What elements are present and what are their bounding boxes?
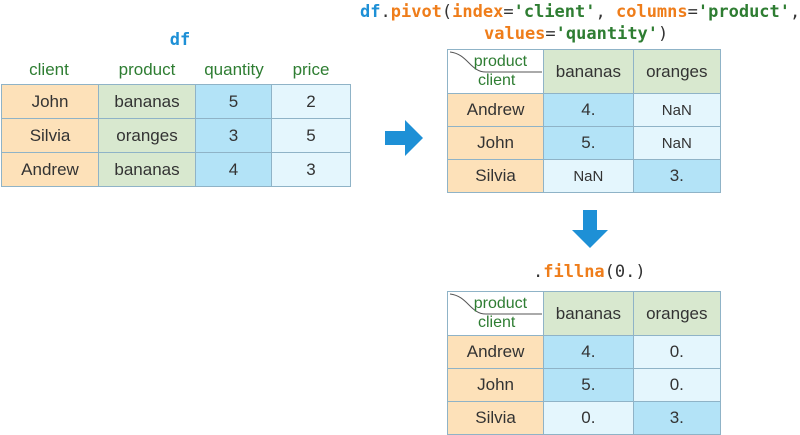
cell-nan: NaN [543, 159, 634, 193]
code-fn-pivot: pivot [390, 2, 442, 22]
corner-cell: product client [446, 49, 545, 94]
code-obj: df [360, 2, 381, 22]
pivot-code-line2: values='quantity') [484, 24, 668, 44]
row-label-silvia: Silvia [446, 401, 545, 435]
code-arg-columns: columns [615, 2, 688, 22]
cell-client: Silvia [1, 118, 99, 153]
filled-table: product client bananas oranges Andrew 4.… [446, 291, 722, 435]
code-arg-values: values [484, 24, 546, 44]
cell-filled: 0. [632, 335, 722, 369]
cell-value: 4. [543, 335, 634, 369]
code-eq: = [545, 24, 556, 44]
col-header-price: price [292, 60, 330, 79]
code-val-client: 'client' [513, 2, 596, 22]
corner-label-columns: product [473, 295, 528, 312]
cell-product: oranges [98, 118, 196, 153]
col-header-oranges: oranges [632, 49, 722, 94]
col-header-oranges: oranges [632, 291, 722, 336]
code-dot: . [380, 2, 391, 22]
table-row: Andrew 4. NaN [446, 93, 722, 127]
table-row: John 5. NaN [446, 126, 722, 160]
table-row: Silvia NaN 3. [446, 159, 722, 193]
code-arg-zero: (0.) [604, 262, 646, 282]
code-eq: = [503, 2, 514, 22]
cell-price: 2 [271, 84, 351, 119]
code-fn-fillna: fillna [543, 262, 605, 282]
cell-value: 5. [543, 126, 634, 160]
cell-value: 5. [543, 368, 634, 402]
pivot-code-line1: df.pivot(index='client', columns='produc… [360, 2, 800, 22]
table-header-row: product client bananas oranges [446, 49, 722, 94]
cell-price: 5 [271, 118, 351, 153]
code-dot: . [533, 262, 544, 282]
cell-value: 3. [632, 159, 722, 193]
cell-filled: 0. [632, 368, 722, 402]
table-row: Andrew bananas 4 3 [1, 152, 351, 187]
cell-value: 4. [543, 93, 634, 127]
cell-quantity: 4 [195, 152, 272, 187]
row-label-john: John [446, 126, 545, 160]
down-arrow-icon [572, 210, 608, 248]
cell-filled: 0. [543, 401, 634, 435]
right-arrow-icon [385, 120, 423, 156]
col-header-quantity: quantity [204, 60, 264, 79]
cell-client: Andrew [1, 152, 99, 187]
df-label: df [169, 30, 191, 50]
code-val-quantity: 'quantity' [555, 24, 659, 44]
cell-product: bananas [98, 84, 196, 119]
fillna-code: .fillna(0.) [533, 262, 646, 282]
row-label-andrew: Andrew [446, 93, 545, 127]
corner-divider-icon [449, 51, 542, 73]
table-row: Silvia 0. 3. [446, 401, 722, 435]
corner-label-index: client [478, 72, 516, 89]
source-table: John bananas 5 2 Silvia oranges 3 5 Andr… [1, 84, 351, 187]
code-comma: , [790, 2, 800, 22]
corner-cell: product client [446, 291, 545, 336]
cell-value: 3. [632, 401, 722, 435]
table-row: John 5. 0. [446, 368, 722, 402]
row-label-silvia: Silvia [446, 159, 545, 193]
col-header-bananas: bananas [543, 291, 634, 336]
cell-client: John [1, 84, 99, 119]
cell-quantity: 3 [195, 118, 272, 153]
code-open-paren: ( [441, 2, 453, 22]
table-row: Andrew 4. 0. [446, 335, 722, 369]
cell-quantity: 5 [195, 84, 272, 119]
code-arg-index: index [452, 2, 504, 22]
pivoted-table: product client bananas oranges Andrew 4.… [446, 49, 722, 193]
cell-price: 3 [271, 152, 351, 187]
col-header-bananas: bananas [543, 49, 634, 94]
col-header-product: product [118, 60, 176, 79]
code-eq: = [687, 2, 698, 22]
code-close-paren: ) [658, 24, 669, 44]
code-comma: , [595, 2, 616, 22]
table-row: John bananas 5 2 [1, 84, 351, 119]
table-header-row: product client bananas oranges [446, 291, 722, 336]
row-label-john: John [446, 368, 545, 402]
corner-label-columns: product [473, 53, 528, 70]
corner-label-index: client [478, 314, 516, 331]
table-row: Silvia oranges 3 5 [1, 118, 351, 153]
cell-nan: NaN [632, 126, 722, 160]
col-header-client: client [29, 60, 69, 79]
cell-nan: NaN [632, 93, 722, 127]
corner-divider-icon [449, 293, 542, 315]
row-label-andrew: Andrew [446, 335, 545, 369]
cell-product: bananas [98, 152, 196, 187]
code-val-product: 'product' [697, 2, 791, 22]
